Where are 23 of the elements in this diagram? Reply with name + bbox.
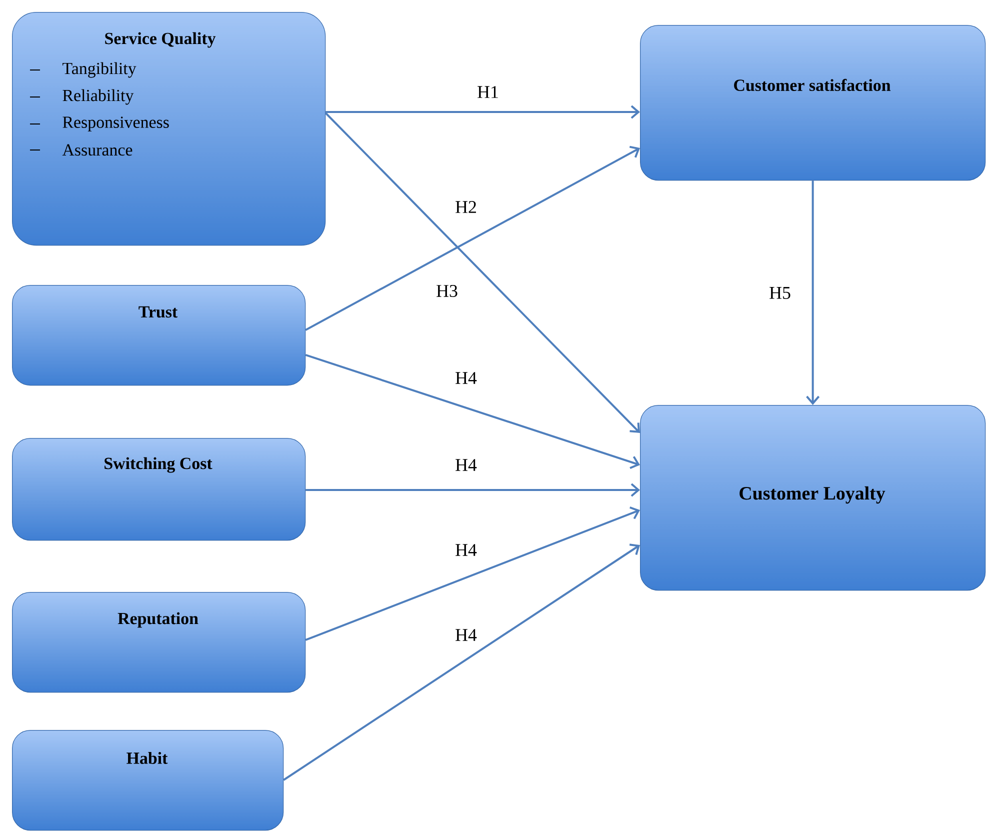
edge-label: H3 (435, 284, 459, 298)
arrow (283, 544, 640, 781)
process-box: Reputation (12, 592, 306, 693)
edge-label: H4 (454, 371, 478, 385)
edge-label: H4 (454, 543, 478, 557)
arrow (326, 105, 640, 119)
edge-label: H1 (476, 85, 500, 99)
process-box: Trust (12, 284, 306, 386)
edge-label: H5 (768, 286, 792, 300)
edge-label: H2 (454, 200, 478, 214)
arrow (324, 112, 640, 433)
edge-label: H4 (454, 458, 478, 472)
edge-label: H4 (454, 628, 478, 642)
arrow (806, 180, 820, 405)
arrow (305, 354, 640, 469)
process-box: Service Quality Tangibility Reliability Responsiveness Assurance (12, 12, 326, 246)
process-box: Habit (12, 730, 284, 831)
arrow (306, 483, 640, 497)
arrow (305, 506, 640, 641)
arrow (305, 146, 640, 331)
process-box: Switching Cost (12, 438, 306, 541)
process-box: Customer Loyalty (640, 404, 986, 591)
process-box: Customer satisfaction (640, 25, 986, 181)
